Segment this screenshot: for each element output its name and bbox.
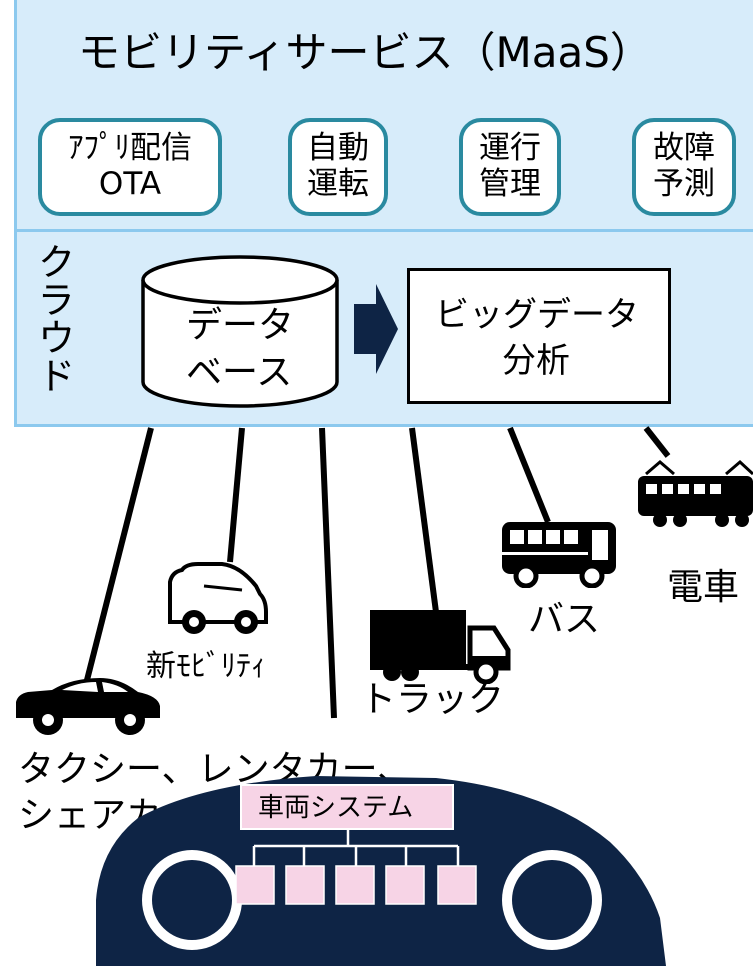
ecu-box — [285, 865, 325, 905]
truck-label: トラック — [360, 679, 505, 720]
bigdata-label-line1: ビッグデータ — [435, 295, 639, 335]
module-autonomous-driving-line1: 自動 — [307, 130, 369, 167]
ecu-box — [335, 865, 375, 905]
maas-title: モビリティサービス（MaaS） — [78, 28, 652, 77]
module-autonomous-driving[interactable]: 自動 運転 — [288, 118, 388, 216]
vehicle-system-label: 車両システム — [258, 793, 414, 823]
module-failure-prediction[interactable]: 故障 予測 — [632, 118, 736, 216]
ecu-box — [235, 865, 275, 905]
car-icon — [16, 678, 160, 735]
line-new-mobility — [227, 427, 245, 563]
database-icon — [141, 255, 339, 408]
train-icon — [638, 459, 753, 527]
module-failure-prediction-line2: 予測 — [653, 166, 715, 202]
ecu-box — [385, 865, 425, 905]
train-label: 電車 — [667, 567, 740, 608]
line-train — [643, 426, 671, 458]
bigdata-box — [407, 268, 671, 404]
module-autonomous-driving-line2: 運転 — [307, 166, 369, 202]
module-operation-management-line1: 運行 — [479, 130, 541, 167]
module-failure-prediction-line1: 故障 — [653, 130, 715, 167]
bigdata-label-line2: 分析 — [502, 341, 570, 381]
new-mobility-label: 新ﾓﾋﾞﾘﾃｨ — [146, 649, 266, 684]
bus-label: バス — [528, 599, 601, 640]
new-mobility-icon — [168, 562, 268, 634]
line-taxi — [83, 427, 154, 685]
ecu-box — [437, 865, 477, 905]
line-bus — [507, 426, 551, 524]
module-app-ota[interactable]: ｱﾌﾟﾘ配信 OTA — [38, 118, 222, 216]
line-truck — [409, 427, 439, 613]
module-operation-management-line2: 管理 — [479, 166, 541, 202]
database-label-line2: ベース — [186, 352, 293, 393]
flow-arrow-icon — [354, 284, 398, 374]
truck-icon — [370, 610, 511, 684]
cloud-label: クラウド — [31, 242, 75, 394]
bus-icon — [502, 522, 616, 588]
module-app-ota-line1: ｱﾌﾟﾘ配信 — [68, 130, 192, 167]
module-operation-management[interactable]: 運行 管理 — [459, 118, 561, 216]
line-shared-car — [319, 427, 337, 719]
database-label-line1: データ — [186, 305, 295, 346]
module-app-ota-line2: OTA — [98, 166, 162, 202]
vehicle-system-box — [240, 784, 454, 830]
